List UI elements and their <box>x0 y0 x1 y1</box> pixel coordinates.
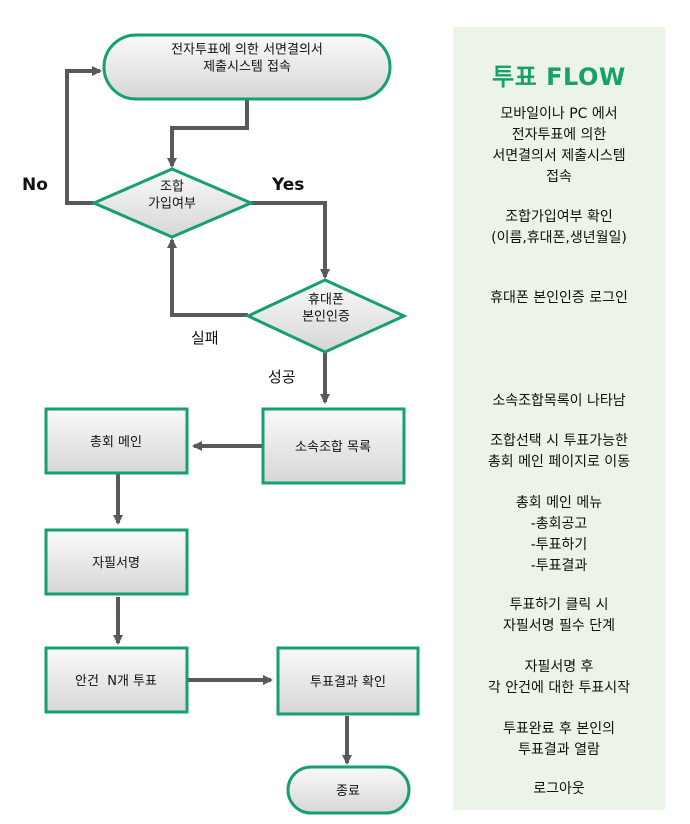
panel-step-main-menu: 총회 메인 메뉴 -총회공고 -투표하기 -투표결과 <box>515 495 603 574</box>
panel-step-phone-auth: 휴대폰 본인인증 로그인 <box>490 290 628 306</box>
panel-step-access: 모바일이나 PC 에서 전자투표에 의한 서면결의서 제출시스템 접속 <box>492 106 626 185</box>
end-label: 종료 <box>336 784 360 799</box>
edge-fail-loop <box>167 238 248 317</box>
union-list-label: 소속조합 목록 <box>295 440 371 455</box>
panel-step-select-union: 조합선택 시 투표가능한 총회 메인 페이지로 이동 <box>487 433 631 470</box>
edge-yes-label: Yes <box>271 175 304 195</box>
flow-description-panel: 투표 FLOW 모바일이나 PC 에서 전자투표에 의한 서면결의서 제출시스템… <box>453 27 665 810</box>
edge-success-label: 성공 <box>268 368 296 386</box>
signature-label: 자필서명 <box>92 556 140 571</box>
signature-node: 자필서명 <box>44 528 189 596</box>
panel-step-view-result: 투표완료 후 본인의 투표결과 열람 <box>503 721 615 758</box>
result-label: 투표결과 확인 <box>310 675 386 690</box>
general-main-node: 총회 메인 <box>44 407 189 475</box>
panel-step-signature-required: 투표하기 클릭 시 자필서명 필수 단계 <box>503 597 615 634</box>
panel-step-union-list: 소속조합목록이 나타남 <box>492 393 626 409</box>
result-node: 투표결과 확인 <box>276 646 420 716</box>
panel-step-membership: 조합가입여부 확인 (이름,휴대폰,생년월일) <box>491 209 627 246</box>
general-main-label: 총회 메인 <box>90 435 142 450</box>
edge-no-label: No <box>22 175 48 195</box>
union-list-node: 소속조합 목록 <box>261 407 406 485</box>
end-node: 종료 <box>286 765 411 815</box>
edge-yes <box>251 201 330 279</box>
panel-step-logout: 로그아웃 <box>533 781 585 797</box>
panel-title: 투표 FLOW <box>492 63 626 91</box>
vote-node: 안건 N개 투표 <box>44 646 189 714</box>
panel-step-start-voting: 자필서명 후 각 안건에 대한 투표시작 <box>487 659 631 696</box>
vote-label: 안건 N개 투표 <box>75 674 157 689</box>
edge-no-loop <box>65 66 102 205</box>
edge-fail-label: 실패 <box>191 329 219 347</box>
